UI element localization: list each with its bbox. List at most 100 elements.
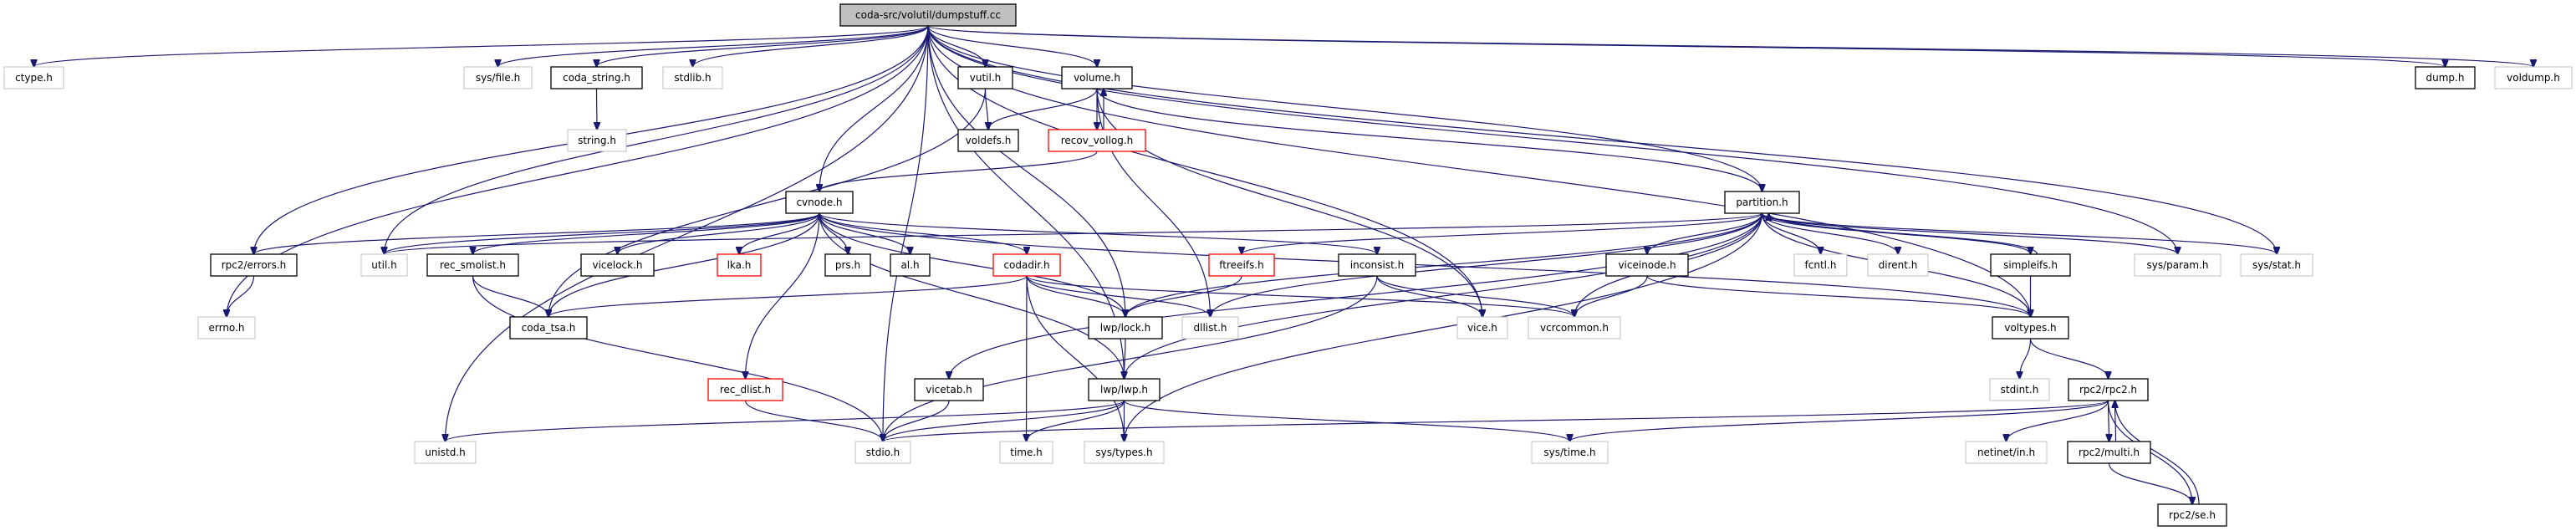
node-box: [1992, 316, 2069, 340]
node-label: al.h: [900, 259, 919, 271]
node-rec_smolist[interactable]: rec_smolist.h: [426, 253, 519, 277]
node-label: inconsist.h: [1350, 259, 1404, 271]
node-dump[interactable]: dump.h: [2415, 66, 2476, 89]
edges-layer: [34, 25, 2534, 505]
nodes-layer: coda-src/volutil/dumpstuff.cc ctype.h sys/…: [3, 3, 2573, 527]
edge-root-to-volume: [927, 25, 1097, 67]
node-box: [360, 253, 408, 277]
node-label: sys/param.h: [2146, 259, 2208, 271]
node-stdio: stdio.h: [854, 441, 911, 464]
node-fcntl: fcntl.h: [1793, 253, 1848, 277]
edge-rpc2errors-to-errno: [227, 275, 255, 317]
node-voltypes[interactable]: voltypes.h: [1992, 316, 2069, 340]
node-vicelock[interactable]: vicelock.h: [580, 253, 655, 277]
node-partition[interactable]: partition.h: [1724, 191, 1800, 214]
edge-partition-to-ftreeifs: [1242, 212, 1763, 254]
node-box: [2134, 253, 2221, 277]
edge-viceinode-to-voltypes: [1646, 275, 2031, 317]
node-lka[interactable]: lka.h: [717, 253, 762, 277]
edge-partition-to-viceinode: [1647, 212, 1763, 254]
node-vicetab[interactable]: vicetab.h: [914, 378, 984, 401]
node-box: [1084, 441, 1165, 464]
node-label: cvnode.h: [796, 197, 842, 208]
node-box: [717, 253, 762, 277]
node-label: dirent.h: [1879, 259, 1918, 271]
node-sysfile: sys/file.h: [463, 66, 533, 89]
node-rpc2multi[interactable]: rpc2/multi.h: [2067, 441, 2151, 464]
node-label: coda-src/volutil/dumpstuff.cc: [855, 9, 1001, 21]
node-box: [785, 191, 854, 214]
node-box: [890, 253, 931, 277]
node-label: stdlib.h: [674, 72, 711, 84]
edge-cvnode-to-rec_smolist: [473, 212, 820, 254]
node-box: [2494, 66, 2573, 89]
edge-cvnode-to-coda_tsa: [548, 212, 820, 317]
edge-rec_dlist-to-stdio: [744, 400, 884, 442]
node-box: [1061, 66, 1133, 89]
node-al[interactable]: al.h: [890, 253, 931, 277]
edge-rec_smolist-to-coda_tsa: [472, 275, 549, 317]
node-systime: sys/time.h: [1531, 441, 1609, 464]
node-box: [999, 441, 1053, 464]
node-label: rec_dlist.h: [720, 384, 771, 396]
edge-cvnode-to-util: [385, 212, 820, 254]
node-box: [707, 378, 783, 401]
node-label: voltypes.h: [2004, 322, 2056, 334]
edge-root-to-stdio: [883, 25, 929, 442]
node-string: string.h: [567, 129, 627, 152]
node-box: [1605, 253, 1689, 277]
edge-codadir-to-vcrcommon: [1026, 275, 1574, 317]
node-box: [197, 316, 256, 340]
node-box: [1181, 316, 1239, 340]
node-rpc2rpc2[interactable]: rpc2/rpc2.h: [2068, 378, 2149, 401]
node-prs[interactable]: prs.h: [824, 253, 871, 277]
node-stdint: stdint.h: [1989, 378, 2050, 401]
edge-cvnode-to-codadir: [819, 212, 1027, 254]
node-vutil[interactable]: vutil.h: [957, 66, 1013, 89]
node-inconsist[interactable]: inconsist.h: [1338, 253, 1416, 277]
node-systypes: sys/types.h: [1084, 441, 1165, 464]
edge-rpc2se-to-rpc2rpc2: [2115, 401, 2200, 505]
node-volume[interactable]: volume.h: [1061, 66, 1133, 89]
node-label: partition.h: [1736, 197, 1788, 208]
node-label: prs.h: [835, 259, 860, 271]
node-rpc2se[interactable]: rpc2/se.h: [2157, 503, 2227, 527]
node-lwplwp[interactable]: lwp/lwp.h: [1088, 378, 1160, 401]
node-simpleifs[interactable]: simpleifs.h: [1990, 253, 2071, 277]
node-voldefs[interactable]: voldefs.h: [957, 129, 1019, 152]
node-label: ctype.h: [15, 72, 53, 84]
edge-root-to-ctype: [34, 25, 929, 67]
edge-inconsist-to-vcrcommon: [1376, 275, 1574, 317]
node-coda_tsa[interactable]: coda_tsa.h: [509, 316, 588, 340]
node-rpc2errors[interactable]: rpc2/errors.h: [210, 253, 298, 277]
node-box: [1088, 378, 1160, 401]
node-lwplock[interactable]: lwp/lock.h: [1088, 316, 1163, 340]
edge-root-to-cvnode: [819, 25, 929, 191]
node-label: vice.h: [1467, 322, 1497, 334]
edge-simpleifs-to-partition: [1769, 213, 2038, 255]
node-box: [957, 66, 1013, 89]
edge-codadir-to-time: [1027, 275, 1028, 442]
node-box: [1456, 316, 1508, 340]
node-sysparam: sys/param.h: [2134, 253, 2221, 277]
node-box: [2068, 378, 2149, 401]
node-viceinode[interactable]: viceinode.h: [1605, 253, 1689, 277]
edge-codadir-to-coda_tsa: [548, 275, 1028, 317]
node-ftreeifs[interactable]: ftreeifs.h: [1208, 253, 1275, 277]
edge-volume-to-partition: [1096, 88, 1762, 191]
node-box: [567, 129, 627, 152]
node-label: ftreeifs.h: [1219, 259, 1263, 271]
edge-root-to-util: [385, 25, 929, 254]
edge-cvnode-to-voltypes: [819, 212, 2031, 317]
node-label: time.h: [1010, 447, 1043, 458]
node-vcrcommon: vcrcommon.h: [1528, 316, 1621, 340]
node-box: [1989, 378, 2050, 401]
edge-cvnode-to-lwplwp: [819, 212, 1125, 379]
node-rec_dlist[interactable]: rec_dlist.h: [707, 378, 783, 401]
node-cvnode[interactable]: cvnode.h: [785, 191, 854, 214]
node-box: [1048, 129, 1146, 152]
node-codadir[interactable]: codadir.h: [992, 253, 1061, 277]
edge-rpc2multi-to-rpc2se: [2108, 462, 2193, 504]
node-recov_vollog[interactable]: recov_vollog.h: [1048, 129, 1146, 152]
node-coda_string[interactable]: coda_string.h: [550, 66, 643, 89]
